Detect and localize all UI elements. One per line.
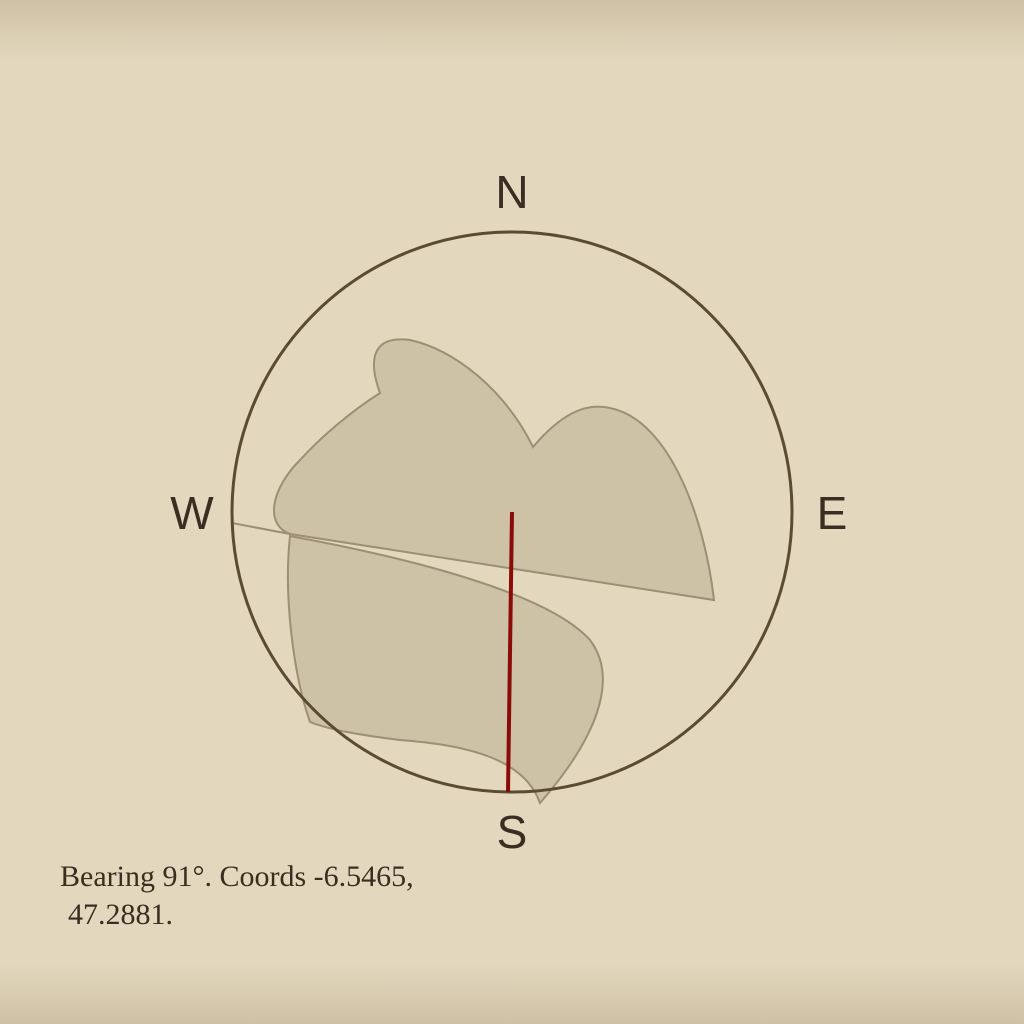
north-label: N [495, 166, 528, 218]
region-edge-line [231, 522, 291, 535]
west-label: W [170, 487, 214, 539]
east-label: E [817, 487, 848, 539]
caption-line-1: Bearing 91°. Coords -6.5465, [60, 860, 414, 893]
caption-line-2: 47.2881. [68, 898, 173, 931]
bearing-needle [506, 511, 514, 793]
bearing-caption: Bearing 91°. Coords -6.5465, 47.2881. [60, 858, 480, 934]
region-south [286, 534, 604, 805]
south-label: S [497, 806, 528, 858]
compass-ring [230, 230, 794, 794]
region-north [273, 338, 716, 602]
